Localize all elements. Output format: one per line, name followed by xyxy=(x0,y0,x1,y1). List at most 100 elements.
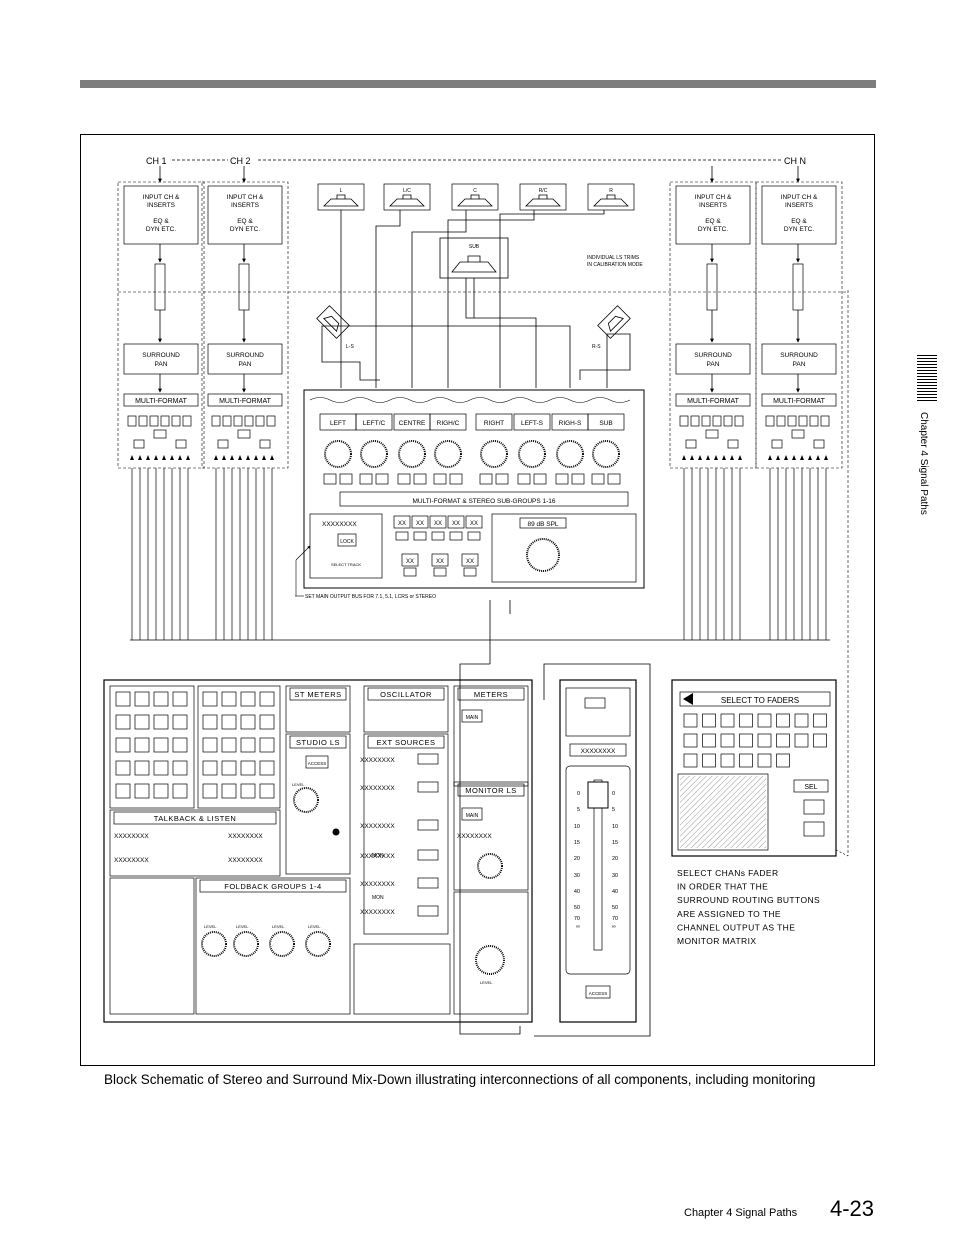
select-fader-button[interactable] xyxy=(776,733,790,748)
route-assign-button[interactable] xyxy=(461,553,479,567)
select-fader-button[interactable] xyxy=(794,733,809,748)
select-fader-button[interactable] xyxy=(702,733,716,748)
console-button[interactable] xyxy=(240,691,256,707)
foldback-knob[interactable] xyxy=(201,931,227,957)
monitor-knob[interactable] xyxy=(477,853,503,879)
foldback-knob[interactable] xyxy=(269,931,295,957)
route-button[interactable] xyxy=(395,531,409,541)
console-button[interactable] xyxy=(153,737,169,753)
select-fader-button[interactable] xyxy=(720,713,735,728)
select-fader-button[interactable] xyxy=(683,753,698,768)
spl-knob[interactable] xyxy=(526,538,560,572)
foldback-knob[interactable] xyxy=(305,931,331,957)
afl-button[interactable] xyxy=(517,473,531,485)
console-button[interactable] xyxy=(134,737,150,753)
route-button[interactable] xyxy=(712,415,722,427)
ext-select-button[interactable] xyxy=(417,905,439,917)
studio-level-knob[interactable] xyxy=(293,787,319,813)
cut-button[interactable] xyxy=(571,473,585,485)
route-button[interactable] xyxy=(403,567,417,577)
cut-button[interactable] xyxy=(413,473,427,485)
afl-button[interactable] xyxy=(397,473,411,485)
route-button[interactable] xyxy=(266,415,276,427)
select-fader-button[interactable] xyxy=(739,753,753,768)
route-button[interactable] xyxy=(222,415,232,427)
console-button[interactable] xyxy=(259,760,275,776)
route-button[interactable] xyxy=(701,415,711,427)
ext-select-button[interactable] xyxy=(417,781,439,793)
route-button[interactable] xyxy=(467,531,481,541)
select-fader-button[interactable] xyxy=(757,733,772,748)
route-button[interactable] xyxy=(149,415,159,427)
route-button[interactable] xyxy=(160,415,170,427)
console-button[interactable] xyxy=(115,737,131,753)
subgroup-knob[interactable] xyxy=(556,440,584,468)
console-button[interactable] xyxy=(134,760,150,776)
mono-button[interactable] xyxy=(237,429,251,439)
monitor-main-button[interactable] xyxy=(461,807,483,821)
fader-cap[interactable] xyxy=(587,781,609,809)
console-button[interactable] xyxy=(153,714,169,730)
console-button[interactable] xyxy=(172,737,188,753)
studio-access-button[interactable] xyxy=(305,755,329,769)
cut-button[interactable] xyxy=(495,473,509,485)
select-fader-button[interactable] xyxy=(776,753,790,768)
ext-select-button[interactable] xyxy=(417,753,439,765)
route-button[interactable] xyxy=(776,415,786,427)
route-button[interactable] xyxy=(734,415,744,427)
route-assign-button[interactable] xyxy=(393,515,411,529)
subgroup-knob[interactable] xyxy=(398,440,426,468)
route-button[interactable] xyxy=(259,439,271,449)
console-button[interactable] xyxy=(153,691,169,707)
console-button[interactable] xyxy=(259,737,275,753)
cut-button[interactable] xyxy=(449,473,463,485)
console-button[interactable] xyxy=(259,714,275,730)
select-fader-button[interactable] xyxy=(794,713,809,728)
route-button[interactable] xyxy=(171,415,181,427)
subgroup-knob[interactable] xyxy=(518,440,546,468)
select-fader-button[interactable] xyxy=(720,753,735,768)
left-arrow-icon[interactable] xyxy=(683,693,693,705)
console-button[interactable] xyxy=(134,783,150,799)
route-button[interactable] xyxy=(413,531,427,541)
route-button[interactable] xyxy=(175,439,187,449)
route-button[interactable] xyxy=(433,567,447,577)
afl-button[interactable] xyxy=(479,473,493,485)
console-button[interactable] xyxy=(172,714,188,730)
channel-fader[interactable] xyxy=(154,263,166,311)
console-button[interactable] xyxy=(221,737,237,753)
route-button[interactable] xyxy=(820,415,830,427)
route-button[interactable] xyxy=(809,415,819,427)
console-button[interactable] xyxy=(115,691,131,707)
select-fader-button[interactable] xyxy=(813,733,827,748)
console-button[interactable] xyxy=(240,760,256,776)
console-button[interactable] xyxy=(134,714,150,730)
route-button[interactable] xyxy=(431,531,445,541)
route-button[interactable] xyxy=(679,415,689,427)
select-fader-button[interactable] xyxy=(776,713,790,728)
select-fader-button[interactable] xyxy=(739,733,753,748)
select-fader-button[interactable] xyxy=(739,713,753,728)
mono-button[interactable] xyxy=(153,429,167,439)
afl-button[interactable] xyxy=(323,473,337,485)
route-button[interactable] xyxy=(217,439,229,449)
console-button[interactable] xyxy=(259,691,275,707)
route-assign-button[interactable] xyxy=(465,515,483,529)
console-button[interactable] xyxy=(172,783,188,799)
console-button[interactable] xyxy=(221,691,237,707)
mono-button[interactable] xyxy=(705,429,719,439)
channel-fader[interactable] xyxy=(238,263,250,311)
route-button[interactable] xyxy=(771,439,783,449)
select-fader-button[interactable] xyxy=(702,753,716,768)
meters-main-button[interactable] xyxy=(461,709,483,723)
console-button[interactable] xyxy=(202,760,218,776)
console-button[interactable] xyxy=(153,783,169,799)
console-button[interactable] xyxy=(202,714,218,730)
console-button[interactable] xyxy=(202,691,218,707)
route-button[interactable] xyxy=(727,439,739,449)
route-button[interactable] xyxy=(233,415,243,427)
console-button[interactable] xyxy=(115,783,131,799)
afl-button[interactable] xyxy=(433,473,447,485)
select-fader-button[interactable] xyxy=(757,753,772,768)
ext-select-button[interactable] xyxy=(417,849,439,861)
